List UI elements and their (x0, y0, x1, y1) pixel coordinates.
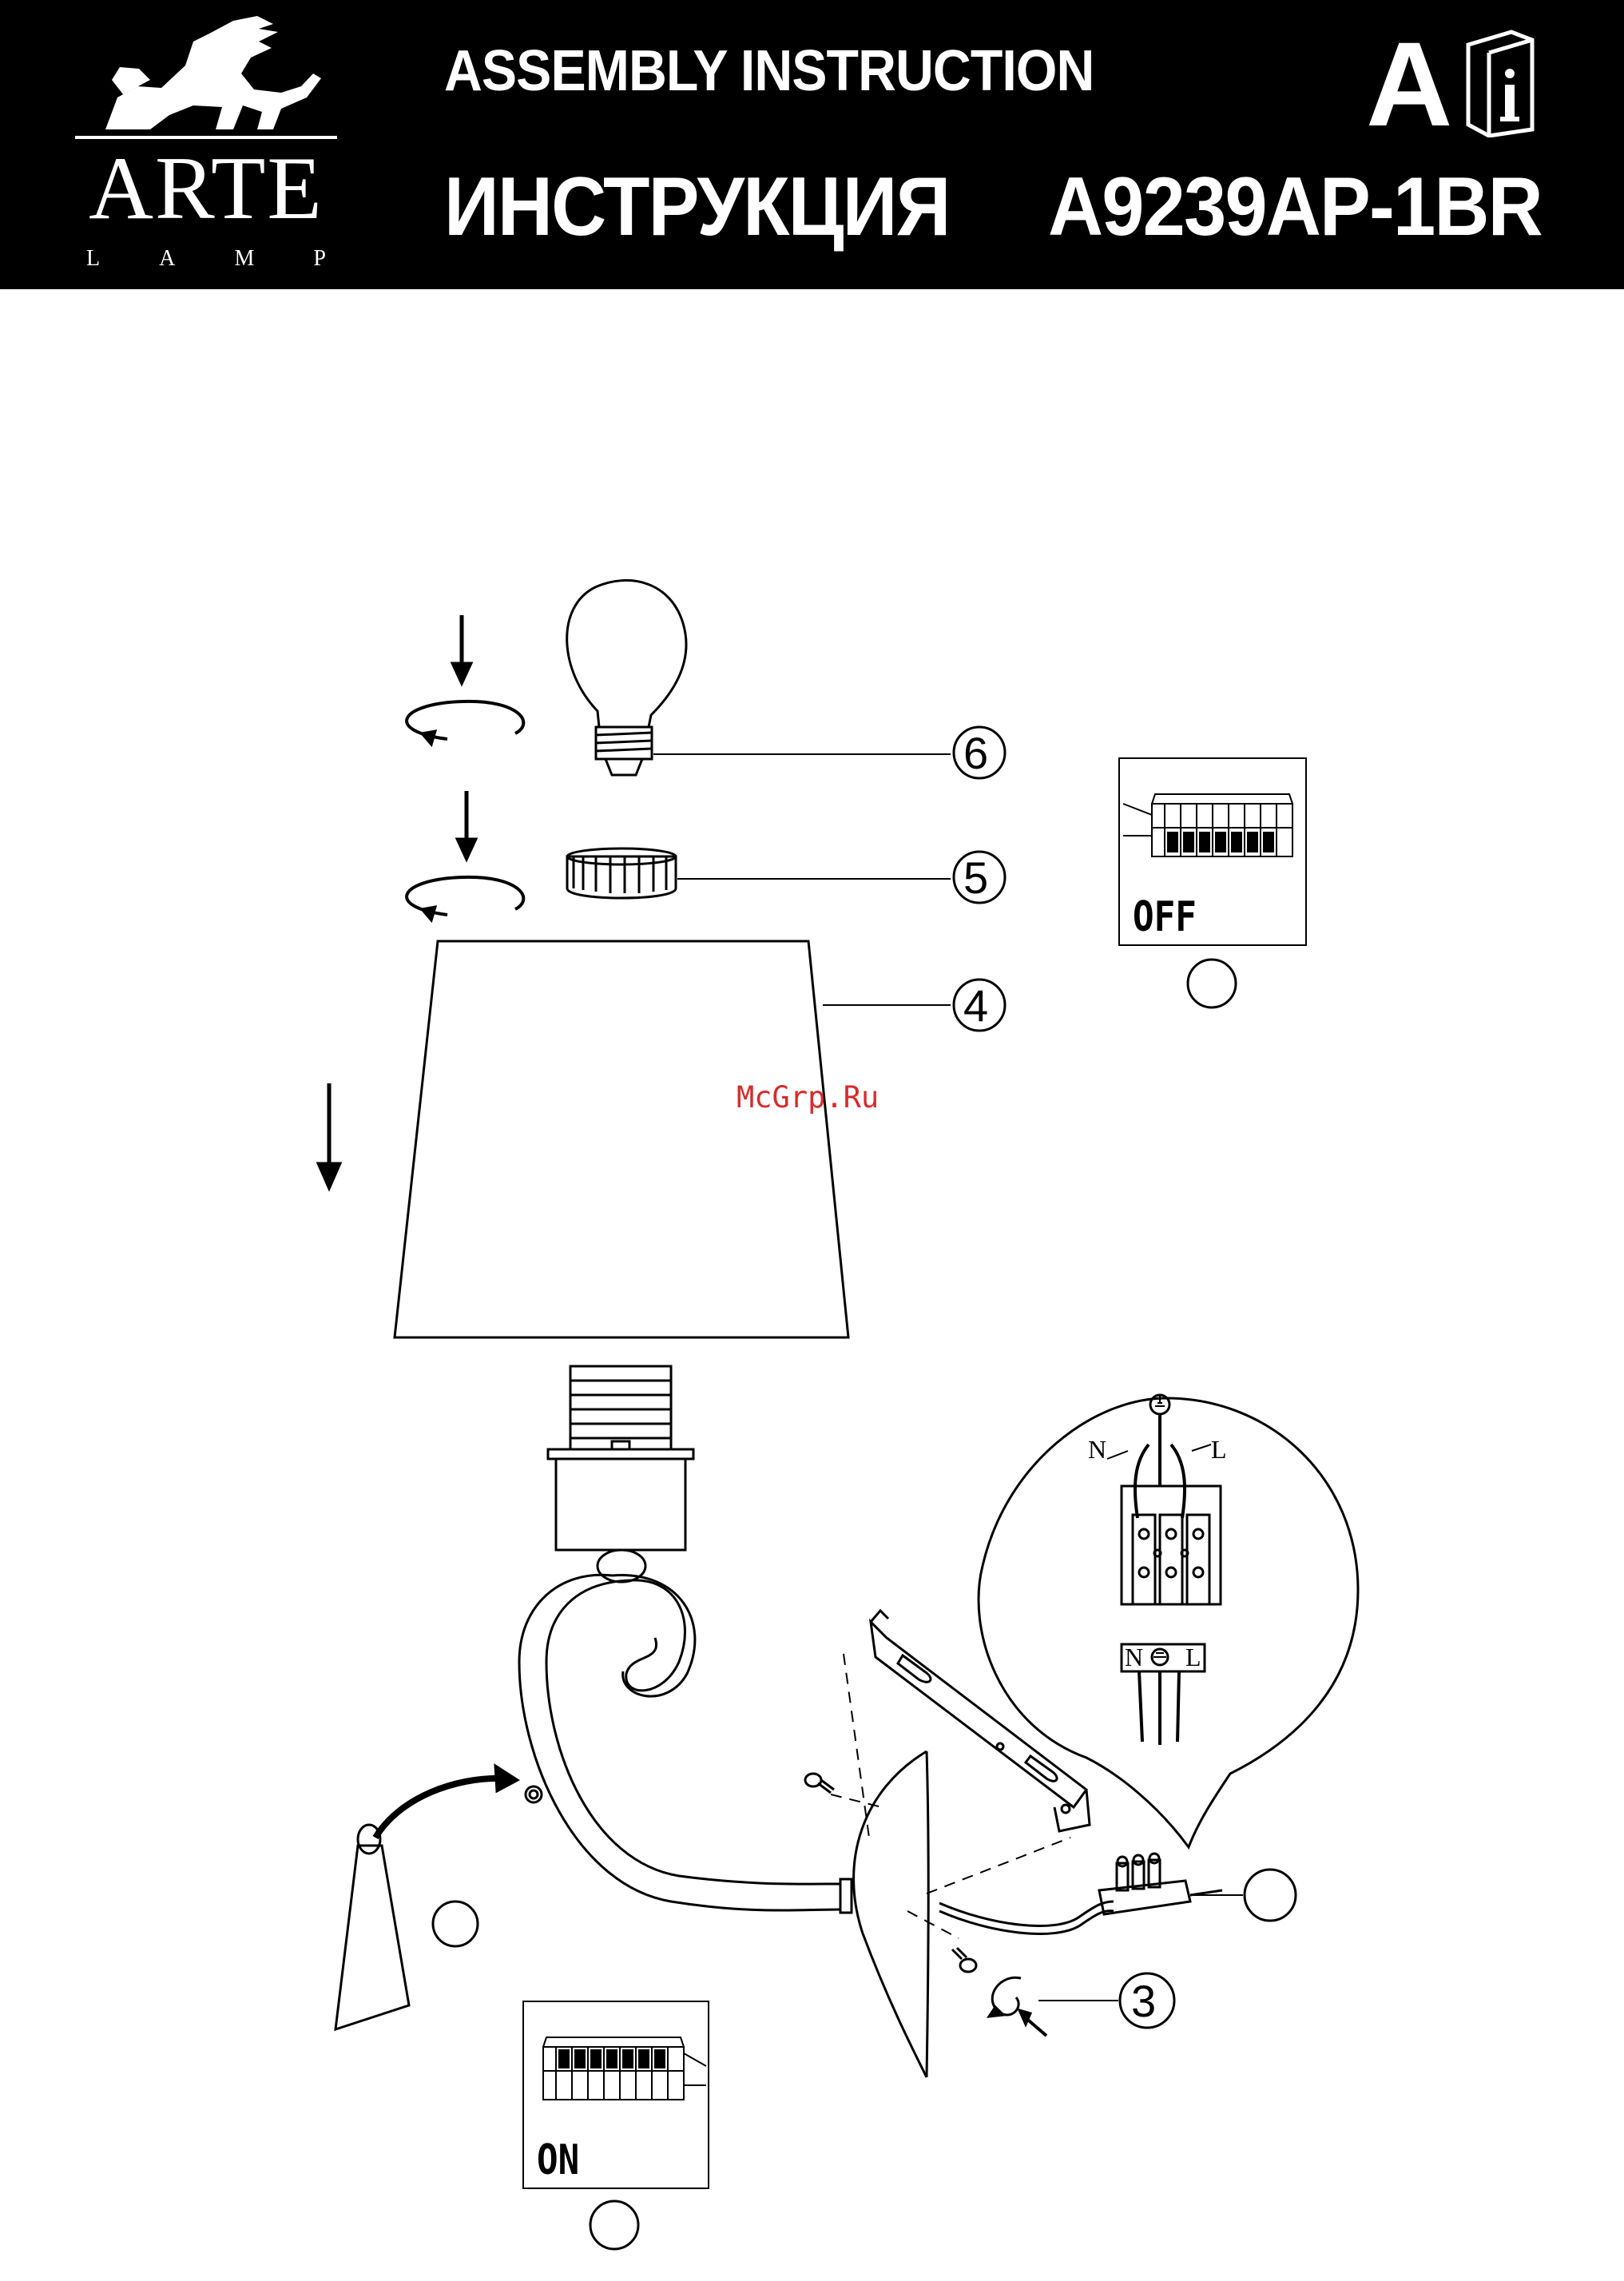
step-marker-circle (433, 1901, 478, 1946)
rotate-icon (989, 1977, 1021, 2017)
curved-arrow-icon (375, 1766, 518, 1838)
scroll-arm (519, 1575, 852, 1913)
switch-illustration (1120, 759, 1305, 879)
step-marker-circle (1184, 956, 1240, 1011)
wire-label-neutral: N (1088, 1435, 1106, 1464)
lamp-shade (395, 941, 848, 1337)
callout-number-5: 5 (963, 852, 988, 904)
down-arrow-icon (318, 1083, 340, 1189)
mounting-bracket (871, 1611, 1090, 1831)
rotate-icon (407, 701, 523, 745)
switch-illustration (524, 2002, 708, 2122)
switch-on-panel: ON (522, 2001, 709, 2189)
watermark: McGrp.Ru (737, 1080, 879, 1115)
terminal-label-live: L (1185, 1643, 1201, 1672)
pointer-arrow-icon (1019, 2010, 1046, 2036)
terminal-block (939, 1854, 1222, 1933)
shade-ring (567, 848, 676, 898)
wall-canopy (854, 1751, 929, 2077)
screw-icon (805, 1774, 834, 1793)
switch-off-panel: OFF (1118, 757, 1307, 946)
step-marker-circle (586, 2197, 642, 2253)
step-marker-circle (1245, 1870, 1296, 1921)
callout-number-4: 4 (963, 980, 988, 1031)
switch-off-label: OFF (1133, 893, 1197, 941)
light-bulb (567, 580, 686, 775)
alignment-guides (831, 1654, 1070, 1938)
rotate-icon (407, 877, 523, 920)
terminal-label-neutral: N (1125, 1643, 1143, 1672)
wire-label-live: L (1211, 1435, 1227, 1464)
crystal-pendant (336, 1825, 409, 2029)
switch-on-label: ON (537, 2136, 579, 2184)
down-arrow-icon (457, 791, 476, 860)
down-arrow-icon (452, 615, 471, 684)
screw-icon (952, 1948, 976, 1972)
lamp-socket (548, 1366, 693, 1582)
callout-number-3: 3 (1131, 1975, 1156, 2027)
callout-number-6: 6 (963, 727, 988, 779)
